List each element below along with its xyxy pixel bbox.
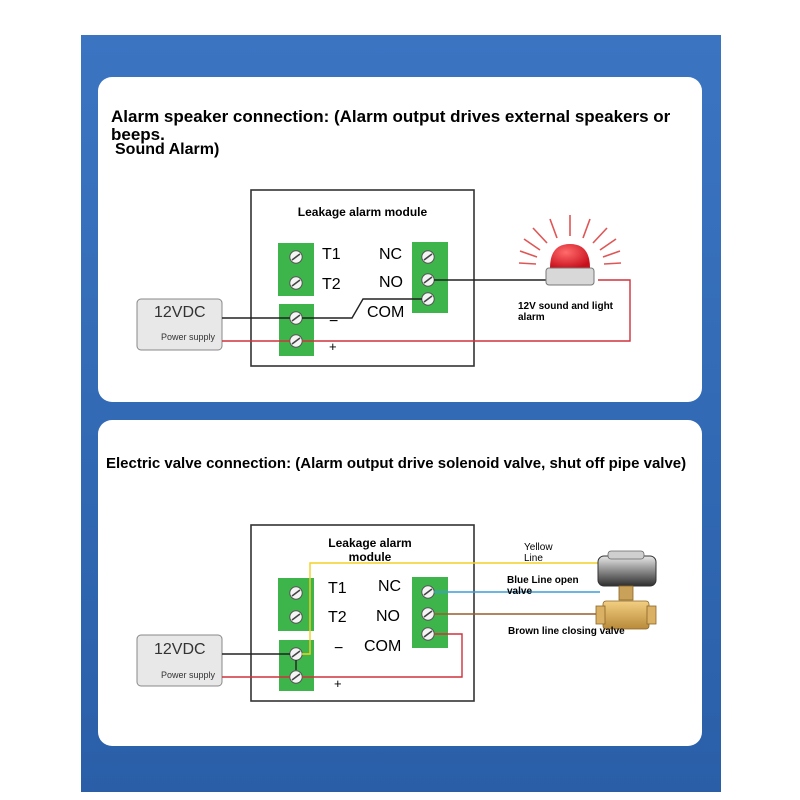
valve-module-title-line2: module bbox=[348, 550, 392, 564]
valve-heading: Electric valve connection: (Alarm output… bbox=[106, 455, 687, 472]
speaker-t1-label: T1 bbox=[322, 246, 341, 263]
t1-t2-terminal-block-2 bbox=[278, 578, 314, 631]
valve-plus-label: + bbox=[334, 676, 342, 691]
valve-t1-label: T1 bbox=[328, 580, 347, 597]
brown-line-label: Brown line closing valve bbox=[508, 626, 625, 637]
speaker-t2-label: T2 bbox=[322, 276, 341, 293]
speaker-psu-voltage: 12VDC bbox=[154, 304, 206, 321]
blue-line-label-1: Blue Line open bbox=[507, 575, 579, 586]
speaker-plus-label: + bbox=[329, 339, 337, 354]
speaker-heading-line1: Alarm speaker connection: (Alarm output … bbox=[111, 107, 671, 126]
siren-label-line2: alarm bbox=[518, 312, 545, 323]
power-terminal-block bbox=[279, 304, 314, 356]
valve-power-supply-box bbox=[136, 634, 223, 687]
yellow-line-label-1: Yellow bbox=[524, 542, 553, 553]
nc-no-com-terminal-block bbox=[412, 242, 448, 313]
valve-nc-label: NC bbox=[378, 578, 402, 595]
speaker-heading-line2: beeps. bbox=[111, 125, 165, 144]
speaker-power-supply-box bbox=[136, 298, 223, 351]
speaker-module-title: Leakage alarm module bbox=[297, 205, 428, 219]
speaker-no-label: NO bbox=[379, 274, 403, 291]
valve-minus-label: − bbox=[334, 640, 344, 657]
valve-no-label: NO bbox=[376, 608, 400, 625]
valve-psu-label: Power supply bbox=[161, 670, 216, 680]
valve-module-title-line1: Leakage alarm bbox=[328, 536, 412, 550]
siren-light-icon bbox=[518, 215, 622, 286]
nc-no-com-terminal-block-2 bbox=[412, 577, 448, 648]
blue-line-label-2: valve bbox=[507, 586, 533, 597]
speaker-com-label: COM bbox=[367, 304, 405, 321]
siren-label-line1: 12V sound and light bbox=[518, 301, 614, 312]
speaker-nc-label: NC bbox=[379, 246, 403, 263]
valve-t2-label: T2 bbox=[328, 609, 347, 626]
speaker-psu-label: Power supply bbox=[161, 332, 216, 342]
motorized-valve-icon bbox=[595, 550, 657, 630]
speaker-wires bbox=[222, 279, 631, 342]
t1-t2-terminal-block bbox=[278, 243, 314, 296]
speaker-minus-label: − bbox=[329, 313, 339, 330]
speaker-heading-line3: Sound Alarm) bbox=[115, 141, 220, 158]
valve-psu-voltage: 12VDC bbox=[154, 641, 206, 658]
valve-com-label: COM bbox=[364, 638, 402, 655]
yellow-line-label-2: Line bbox=[524, 553, 543, 564]
